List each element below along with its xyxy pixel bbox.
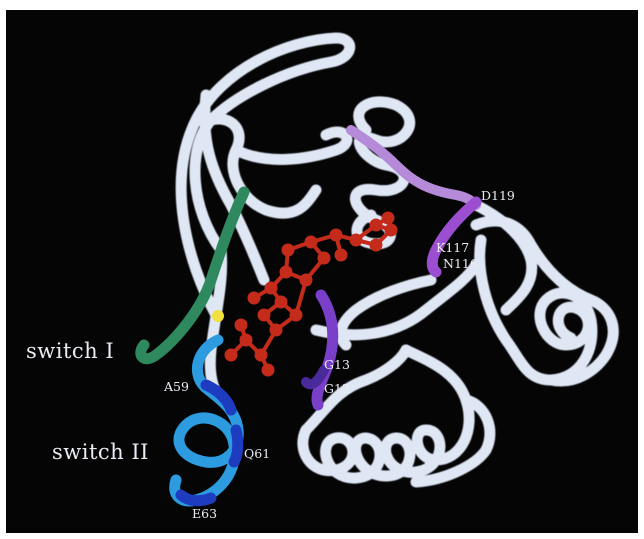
residue-d119-label: D119 [481,188,515,203]
protein-ribbon-figure: switch I switch II D119 K117 N116 G13 G1… [6,10,638,533]
residue-a59-label: A59 [164,379,189,394]
switch-1-label: switch I [26,339,114,363]
residue-g13-label: G13 [324,357,350,372]
switch-2-label: switch II [52,440,149,464]
residue-g12-label: G12 [324,381,350,396]
residue-k117-label: K117 [436,240,469,255]
backbone-tube [181,38,613,482]
magnesium-ion [212,310,224,322]
residue-e63-label: E63 [192,506,217,521]
residue-n116-label: N116 [443,256,478,271]
residue-q61-label: Q61 [244,446,270,461]
